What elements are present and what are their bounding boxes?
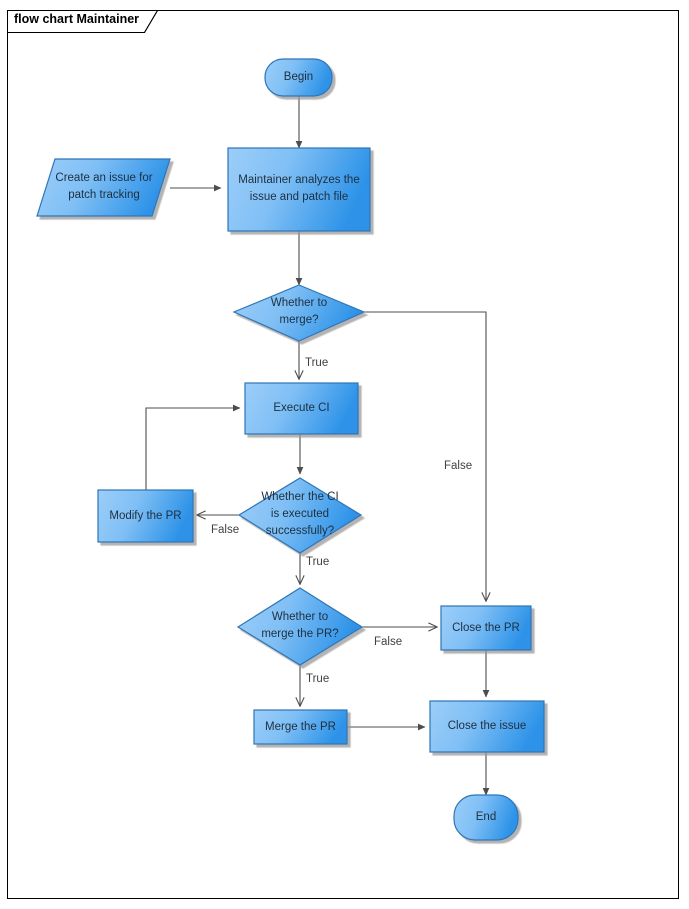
node-create-issue[interactable]: [36, 158, 171, 217]
node-analyze[interactable]: [227, 147, 371, 232]
edge-mergeq-closepr: [364, 311, 486, 601]
node-ci-question[interactable]: [237, 477, 363, 554]
diagram-title-tab[interactable]: [7, 10, 158, 33]
edge-label-mergeprq-true: True: [306, 673, 330, 685]
title-tab-shape: [7, 10, 158, 33]
node-close-pr[interactable]: [440, 605, 532, 651]
edge-label-mergeprq-false: False: [374, 636, 403, 648]
page-title: flow chart Maintainer: [14, 12, 140, 26]
edge-label-mergeq-false: False: [444, 460, 473, 472]
node-execute-ci[interactable]: [244, 382, 359, 435]
edge-label-ciq-true: True: [306, 556, 330, 568]
node-end[interactable]: [453, 794, 519, 841]
node-merge-question[interactable]: [232, 284, 366, 342]
node-begin[interactable]: [264, 58, 333, 97]
edge-modifypr-execci: [145, 404, 241, 490]
edge-label-ciq-false: False: [211, 524, 240, 536]
diagram-frame: [7, 10, 679, 899]
node-merge-pr[interactable]: [253, 709, 348, 745]
node-close-issue[interactable]: [429, 700, 545, 753]
node-modify-pr[interactable]: [97, 489, 194, 543]
node-merge-pr-question[interactable]: [236, 587, 364, 666]
edge-label-mergeq-true: True: [305, 357, 329, 369]
